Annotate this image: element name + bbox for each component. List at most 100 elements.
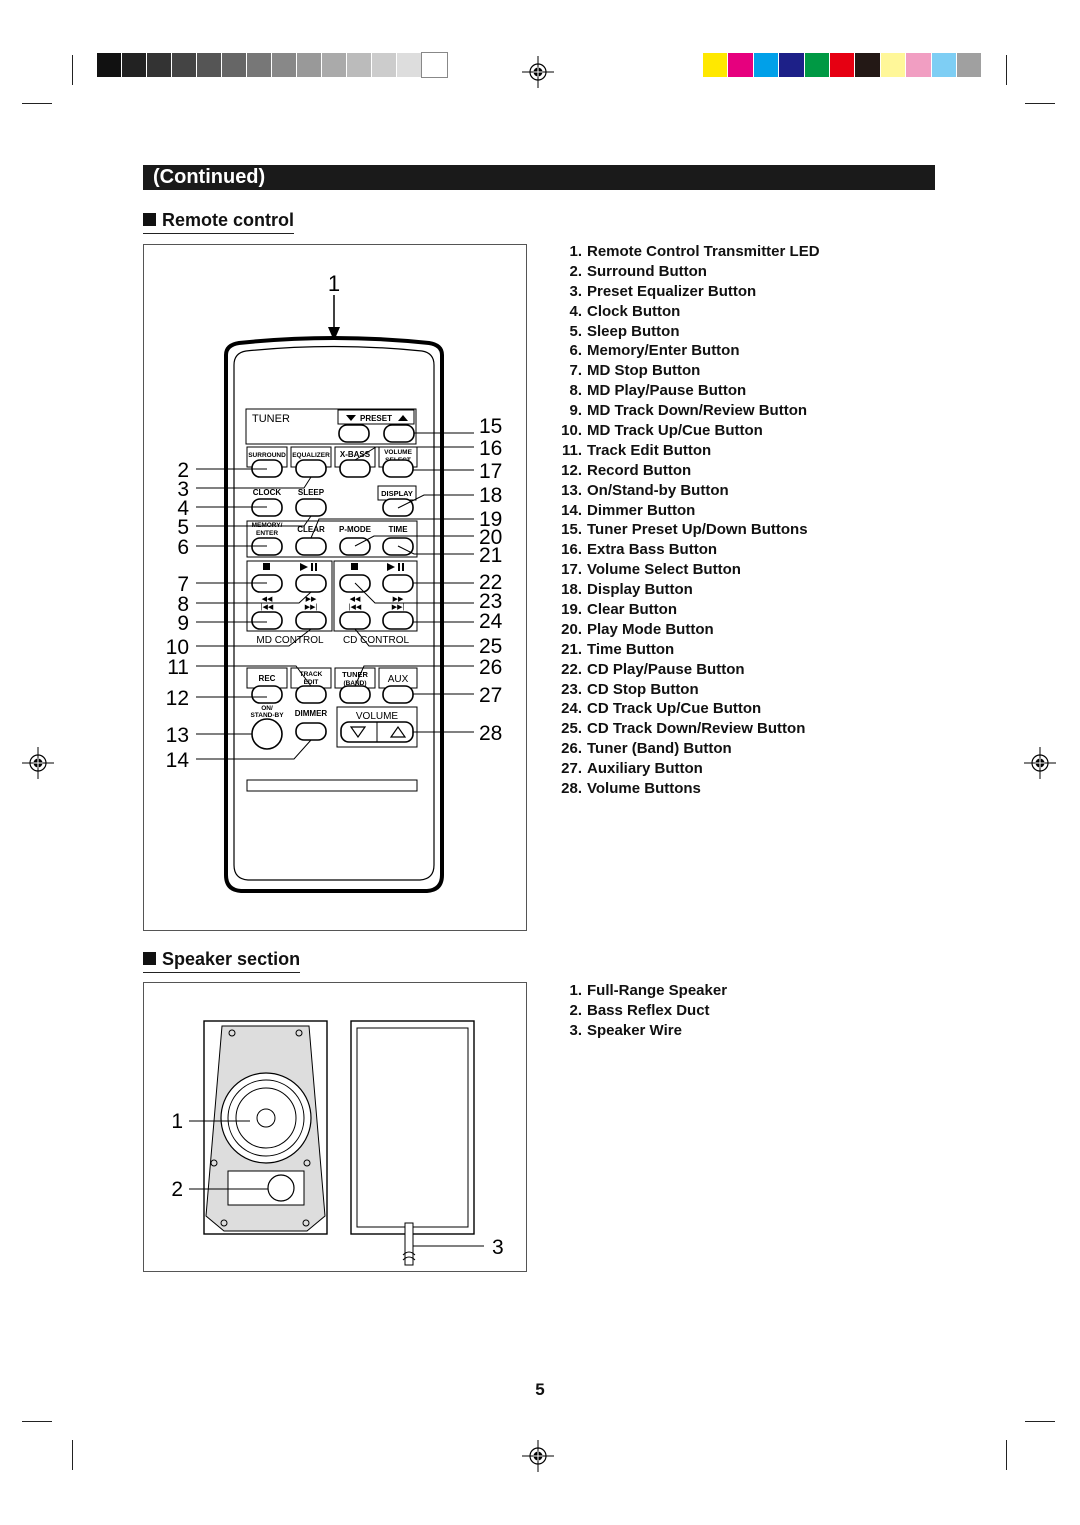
speaker-figure-panel: 1 2 3	[143, 982, 527, 1272]
list-item-number: 3.	[569, 1021, 582, 1039]
on-standby-button[interactable]	[251, 718, 283, 750]
list-item-label: MD Play/Pause Button	[587, 382, 747, 400]
list-item-number: 2.	[569, 1001, 582, 1019]
list-item-label: Track Edit Button	[587, 441, 712, 459]
crop-line	[22, 1421, 52, 1422]
preset-up-button[interactable]	[383, 424, 415, 443]
list-item-label: MD Track Down/Review Button	[587, 402, 808, 420]
callout-22: 22	[479, 571, 502, 594]
color-swatch	[372, 53, 397, 77]
list-item-label: CD Stop Button	[587, 680, 699, 698]
color-swatch	[880, 53, 907, 77]
cd-track-down-button[interactable]	[339, 611, 371, 630]
list-item: 3.Preset Equalizer Button	[556, 282, 820, 302]
list-item-label: Volume Buttons	[587, 780, 701, 798]
color-swatch	[931, 53, 957, 77]
color-swatch	[122, 53, 147, 77]
callout-5: 5	[177, 516, 189, 539]
color-swatch	[97, 53, 122, 77]
color-swatch	[421, 52, 448, 78]
list-item-number: 17.	[561, 561, 582, 579]
list-item: 1. Remote Control Transmitter LED	[556, 242, 820, 262]
md-play-pause-button[interactable]	[295, 574, 327, 593]
cd-track-down-icon: |◀◀	[349, 604, 362, 611]
square-bullet-icon	[143, 213, 156, 226]
list-item-number: 23.	[561, 680, 582, 698]
list-item: 19.Clear Button	[556, 600, 820, 620]
callout-25: 25	[479, 635, 502, 658]
callout-27: 27	[479, 684, 502, 707]
list-item: 6. Memory/Enter Button	[556, 341, 820, 361]
clock-label: CLOCK	[253, 488, 282, 497]
callout-14: 14	[166, 749, 190, 772]
bass-reflex-duct-icon	[267, 1174, 295, 1202]
list-item-label: Sleep Button	[587, 322, 680, 340]
color-scale-bar	[703, 53, 983, 77]
list-item-label: Auxiliary Button	[587, 760, 703, 778]
rec-button[interactable]	[251, 685, 283, 704]
preset-label: PRESET	[360, 414, 392, 423]
dimmer-button[interactable]	[295, 722, 327, 741]
list-item-number: 4.	[569, 302, 582, 320]
list-item-number: 18.	[561, 581, 582, 599]
on-standby-label-1: ON/	[261, 705, 273, 712]
preset-down-button[interactable]	[338, 424, 370, 443]
color-swatch	[147, 53, 172, 77]
callout-19: 19	[479, 508, 502, 531]
list-item-number: 27.	[561, 760, 582, 778]
volume-select-button[interactable]	[382, 459, 414, 478]
list-item: 24.CD Track Up/Cue Button	[556, 699, 820, 719]
track-edit-button[interactable]	[295, 685, 327, 704]
list-item-label: Extra Bass Button	[587, 541, 718, 559]
list-item-number: 1.	[569, 243, 582, 260]
color-swatch	[804, 53, 830, 77]
callout-23: 23	[479, 590, 502, 613]
md-track-up-button[interactable]	[295, 611, 327, 630]
md-track-down-button[interactable]	[251, 611, 283, 630]
list-item-number: 8.	[569, 382, 582, 400]
list-item-number: 9.	[569, 402, 582, 420]
tuner-band-button[interactable]	[339, 685, 371, 704]
list-item: 18.Display Button	[556, 580, 820, 600]
color-swatch	[703, 53, 729, 77]
time-label: TIME	[388, 525, 408, 534]
cd-play-pause-button[interactable]	[382, 574, 414, 593]
color-swatch	[956, 53, 983, 77]
clear-label: CLEAR	[297, 525, 325, 534]
xbass-label: X-BASS	[340, 450, 371, 459]
callout-16: 16	[479, 437, 502, 460]
speaker-callout-1: 1	[171, 1110, 183, 1133]
memory-label-2: ENTER	[256, 530, 278, 537]
volume-down-icon	[349, 726, 367, 739]
cd-track-up-button[interactable]	[382, 611, 414, 630]
sleep-label: SLEEP	[298, 488, 325, 497]
xbass-button[interactable]	[339, 459, 371, 478]
volume-label: VOLUME	[356, 711, 399, 722]
registration-mark-right	[1024, 747, 1056, 779]
equalizer-button[interactable]	[295, 459, 327, 478]
list-item: 9. MD Track Down/Review Button	[556, 401, 820, 421]
list-item: 21. Time Button	[556, 640, 820, 660]
aux-button[interactable]	[382, 685, 414, 704]
list-item-number: 20.	[561, 620, 582, 638]
speaker-callout-2: 2	[171, 1178, 183, 1201]
list-item-label: Memory/Enter Button	[587, 342, 740, 360]
list-item-label: Time Button	[587, 640, 675, 658]
list-item-number: 6.	[569, 342, 582, 360]
list-item-label: Speaker Wire	[587, 1021, 682, 1039]
track-edit-label-2: EDIT	[304, 679, 319, 686]
list-item: 7.MD Stop Button	[556, 361, 820, 381]
list-item-number: 1.	[569, 982, 582, 999]
list-item-label: Remote Control Transmitter LED	[587, 243, 820, 260]
list-item-number: 26.	[561, 740, 582, 758]
color-swatch	[172, 53, 197, 77]
list-item-number: 28.	[561, 780, 582, 798]
list-item-label: MD Track Up/Cue Button	[587, 422, 763, 440]
cd-play-pause-icon	[387, 563, 395, 571]
callout-13: 13	[166, 724, 189, 747]
clear-button[interactable]	[295, 537, 327, 556]
list-item-number: 21.	[561, 640, 582, 658]
callout-6: 6	[177, 536, 189, 559]
sleep-button[interactable]	[295, 498, 327, 517]
